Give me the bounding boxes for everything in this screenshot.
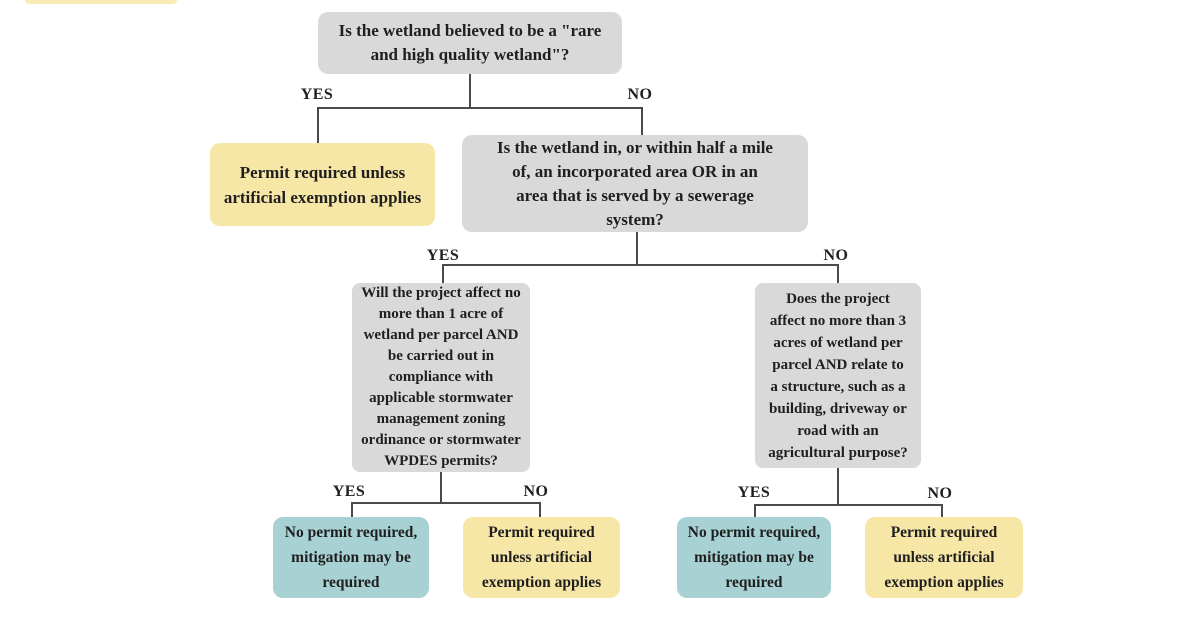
decision-node-one-acre: Will the project affect no more than 1 a… — [352, 283, 530, 472]
branch-label-no: NO — [927, 485, 953, 502]
connector-line — [539, 502, 541, 517]
branch-label-yes: YES — [737, 484, 771, 501]
branch-label-no: NO — [523, 483, 549, 500]
connector-line — [442, 264, 444, 283]
decision-node-rare-wetland: Is the wetland believed to be a "rare an… — [318, 12, 622, 74]
connector-line — [641, 107, 643, 135]
cropped-yellow-box-edge — [25, 0, 177, 4]
connector-line — [941, 504, 943, 518]
connector-line — [636, 231, 638, 265]
branch-label-yes: YES — [426, 247, 460, 264]
connector-line — [469, 74, 471, 108]
branch-label-yes: YES — [300, 86, 334, 103]
branch-label-yes: YES — [332, 483, 366, 500]
connector-line — [755, 504, 943, 506]
outcome-node-no-permit-left: No permit required, mitigation may be re… — [273, 517, 429, 598]
connector-line — [317, 107, 319, 143]
connector-line — [318, 107, 643, 109]
outcome-node-permit-required-top: Permit required unless artificial exempt… — [210, 143, 435, 226]
connector-line — [352, 502, 541, 504]
branch-label-no: NO — [627, 86, 653, 103]
connector-line — [440, 471, 442, 503]
decision-node-incorporated-area: Is the wetland in, or within half a mile… — [462, 135, 808, 232]
decision-node-three-acres: Does the project affect no more than 3 a… — [755, 283, 921, 468]
outcome-node-permit-required-bottom-left: Permit required unless artificial exempt… — [463, 517, 620, 598]
connector-line — [754, 504, 756, 518]
connector-line — [837, 467, 839, 505]
connector-line — [837, 264, 839, 283]
connector-line — [443, 264, 839, 266]
branch-label-no: NO — [823, 247, 849, 264]
connector-line — [351, 502, 353, 517]
outcome-node-no-permit-right: No permit required, mitigation may be re… — [677, 517, 831, 598]
outcome-node-permit-required-bottom-right: Permit required unless artificial exempt… — [865, 517, 1023, 598]
